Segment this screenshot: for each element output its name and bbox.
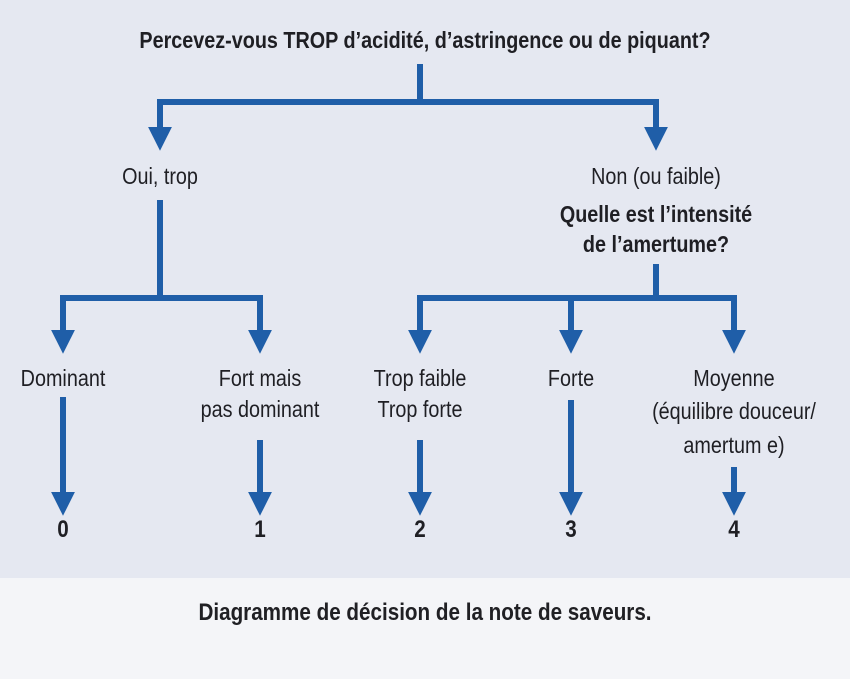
- score-2: 2: [414, 516, 426, 543]
- root-question: Percevez-vous TROP d’acidité, d’astringe…: [139, 27, 711, 53]
- question-amertume-line2: de l’amertume?: [582, 231, 730, 257]
- question-amertume-line1: Quelle est l’intensité: [559, 201, 753, 227]
- leaf-trop-line2: Trop forte: [377, 396, 463, 422]
- leaf-dominant: Dominant: [20, 365, 106, 391]
- score-3: 3: [565, 516, 577, 543]
- leaf-forte: Forte: [547, 365, 595, 391]
- diagram-panel: [0, 0, 850, 578]
- branch-non: Non (ou faible): [591, 163, 721, 189]
- leaf-fort-line2: pas dominant: [200, 396, 320, 422]
- figure-caption: Diagramme de décision de la note de save…: [198, 599, 652, 626]
- leaf-moyenne-line3: amertum e): [683, 432, 785, 458]
- leaf-fort-line1: Fort mais: [218, 365, 302, 391]
- score-4: 4: [728, 516, 740, 543]
- branch-oui: Oui, trop: [122, 163, 198, 189]
- leaf-moyenne-line2: (équilibre douceur/: [652, 398, 816, 424]
- score-1: 1: [254, 516, 266, 543]
- score-0: 0: [57, 516, 69, 543]
- leaf-trop-line1: Trop faible: [373, 365, 467, 391]
- leaf-moyenne-line1: Moyenne: [693, 365, 775, 391]
